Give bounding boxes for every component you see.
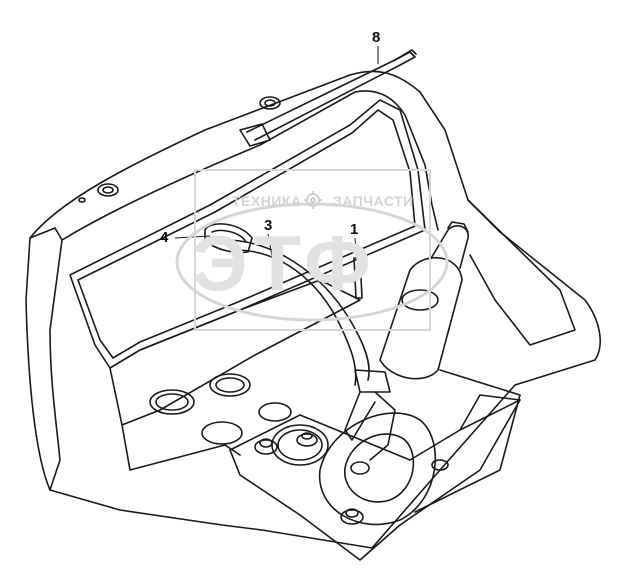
panel-housing-outline [25, 70, 601, 549]
callout-4: 4 [160, 229, 169, 246]
panel-back-edge [29, 227, 63, 241]
watermark-text-right: ЗАПЧАСТИ [333, 193, 414, 209]
bolt-2 [340, 508, 364, 525]
pin-part-1 [353, 257, 363, 299]
panel-right-ledge [467, 199, 576, 346]
panel-inner-rim [61, 90, 439, 241]
watermark-text-left: ТЕХНИКА [232, 193, 302, 209]
base-plate [229, 399, 521, 561]
hole-1-inner [155, 393, 189, 411]
leader-4 [174, 235, 211, 239]
dipstick-tip [394, 49, 417, 61]
leader-1 [354, 237, 358, 261]
callout-3: 3 [264, 217, 273, 234]
front-shelf-edge [121, 424, 241, 471]
lever-joint [354, 369, 391, 393]
leader-3 [267, 233, 273, 257]
shift-knob [204, 223, 253, 254]
top-hole-1 [97, 183, 119, 197]
base-plate-side [459, 394, 521, 431]
hole-1 [149, 389, 195, 415]
watermark-emblem [175, 169, 449, 331]
clamp-ring [271, 424, 329, 466]
gear-housing-inner [344, 433, 415, 503]
callout-8: 8 [372, 29, 381, 46]
window-recess-outer [69, 99, 426, 369]
hole-3 [201, 421, 243, 445]
bolt-5 [431, 459, 449, 471]
steering-column-upper [429, 225, 469, 269]
steering-spline [447, 221, 469, 233]
dipstick-rod [246, 51, 416, 141]
side-brace [414, 369, 521, 513]
callout-1: 1 [350, 221, 359, 238]
shift-lever-rod [224, 239, 370, 381]
hole-2-inner [215, 377, 245, 393]
bolt-4 [350, 461, 370, 475]
window-recess-inner [77, 109, 416, 359]
steering-column [379, 256, 463, 380]
shift-lever-rod-2 [234, 249, 357, 386]
gear-housing-ring [318, 412, 437, 526]
steering-column-ring [401, 289, 439, 311]
lever-link [369, 391, 396, 461]
panel-side-face [49, 239, 63, 491]
top-hole-2 [259, 96, 281, 110]
gear-icon [304, 191, 322, 209]
hole-4 [258, 402, 292, 422]
top-hole-3 [78, 197, 86, 203]
lever-lower [344, 391, 376, 441]
clamp-ring-inner [277, 429, 323, 461]
dipstick-clip [239, 123, 271, 147]
top-hole-2-inner [264, 99, 276, 107]
front-shelf [109, 279, 361, 426]
shift-knob-inner [211, 229, 247, 243]
top-hole-1-inner [102, 186, 114, 194]
bolt-3 [296, 432, 318, 447]
watermark-logo: ЭТФ [192, 219, 377, 307]
hole-2 [209, 373, 251, 397]
